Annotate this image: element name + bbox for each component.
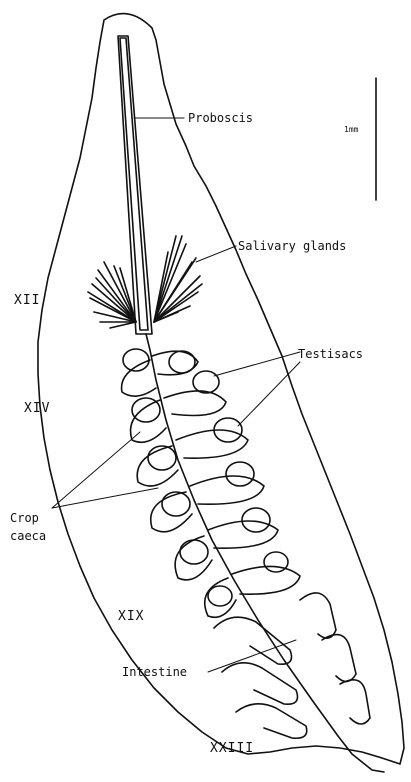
label-crop-line2: caeca [10,529,46,543]
segment-label-xiv: XIV [24,401,50,416]
label-scale: 1mm [344,125,359,134]
posterior-caeca [214,617,292,664]
testisac [208,586,232,606]
posterior-caeca [322,635,356,682]
label-testisacs: Testisacs [298,347,363,361]
testisac [193,371,219,393]
testisac [162,492,190,516]
crop-caeca-lobe [232,566,300,594]
crop-caeca-lobe [122,360,156,396]
testisac [226,462,254,486]
testisac [123,349,149,371]
leader-crop [52,488,158,508]
proboscis [120,38,148,330]
segment-label-xxiii: XXIII [210,741,254,756]
label-salivary-glands: Salivary glands [238,239,346,253]
leader-crop [52,432,140,508]
testisac [132,398,160,422]
leader-testisacs [238,362,300,426]
salivary-gland-left [88,262,136,328]
label-intestine: Intestine [122,665,187,679]
salivary-gland-right [154,236,202,322]
label-proboscis: Proboscis [188,111,253,125]
leader-intestine [208,640,296,672]
label-crop-line1: Crop [10,511,39,525]
segment-label-xix: XIX [118,609,144,624]
testisac [264,552,288,572]
testisac [169,351,195,373]
posterior-caeca [222,663,298,704]
posterior-caeca [300,593,336,638]
segment-label-xii: XII [14,293,40,308]
posterior-caeca [236,704,307,738]
intestine-tail [338,736,384,772]
crop-caeca-lobe [164,391,226,416]
crop-caeca-lobe [176,430,248,458]
testisac [242,508,270,532]
posterior-caeca [340,680,370,724]
testisac [180,540,208,564]
leader-salivary [196,246,236,262]
